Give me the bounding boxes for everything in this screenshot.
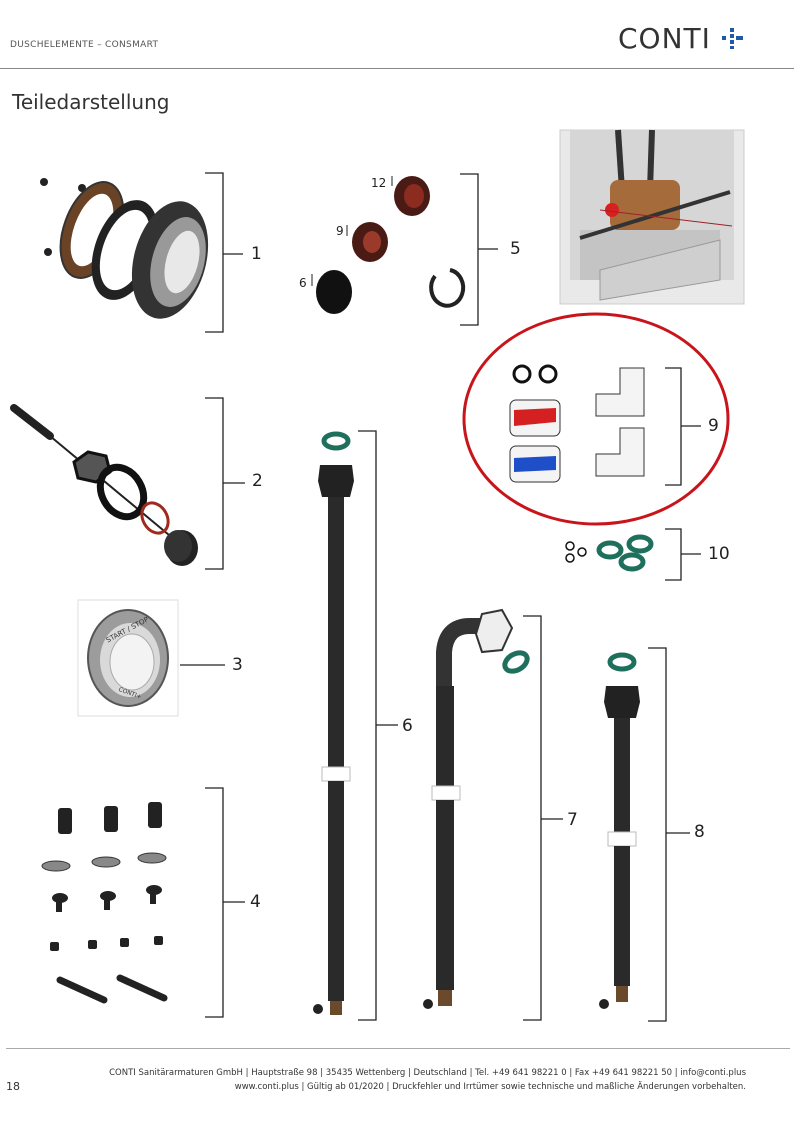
header-rule [0, 68, 794, 69]
part-2-illustration [10, 404, 198, 566]
part-number-9: 9 [708, 416, 719, 436]
header-category: DUSCHELEMENTE – CONSMART [10, 40, 159, 50]
bracket-2 [205, 397, 245, 570]
part-1-illustration [30, 170, 210, 330]
part-number-8: 8 [694, 822, 705, 842]
part-number-4: 4 [250, 892, 261, 912]
footer-rule [6, 1048, 790, 1049]
bracket-10 [665, 528, 701, 581]
logo-plus-icon [722, 28, 743, 49]
part-number-10: 10 [708, 544, 730, 564]
page-title: Teiledarstellung [12, 90, 170, 114]
highlight-circle [462, 312, 730, 526]
bracket-8 [648, 647, 690, 1022]
part-10-illustration [565, 534, 654, 572]
part-6-illustration [313, 431, 354, 1015]
bracket-4 [205, 787, 245, 1018]
part-7-illustration [423, 608, 530, 1009]
bracket-5 [460, 173, 498, 326]
part-8-illustration [599, 652, 640, 1009]
bracket-9 [665, 367, 701, 486]
subpart-number-6: 6 [299, 276, 307, 290]
footer-disclaimer: www.conti.plus | Gültig ab 01/2020 | Dru… [234, 1082, 746, 1092]
subpart-number-12: 12 [371, 176, 387, 190]
brand-logo: CONTI [618, 22, 711, 55]
leader-3 [180, 664, 225, 666]
bracket-7 [523, 615, 563, 1021]
bracket-6 [358, 430, 398, 1021]
part-number-6: 6 [402, 716, 413, 736]
part-number-1: 1 [251, 244, 262, 264]
part-4-illustration [41, 802, 168, 1004]
part-5-illustration [311, 176, 466, 314]
part-number-3: 3 [232, 655, 243, 675]
footer-address: CONTI Sanitärarmaturen GmbH | Hauptstraß… [109, 1068, 746, 1078]
part-9-illustration [509, 364, 645, 483]
page-number: 18 [6, 1080, 20, 1093]
installation-render [559, 129, 745, 305]
part-number-5: 5 [510, 239, 521, 259]
subpart-number-9: 9 [336, 224, 344, 238]
bracket-1 [205, 172, 243, 333]
part-number-2: 2 [252, 471, 263, 491]
part-3-illustration [77, 599, 179, 717]
part-number-7: 7 [567, 810, 578, 830]
